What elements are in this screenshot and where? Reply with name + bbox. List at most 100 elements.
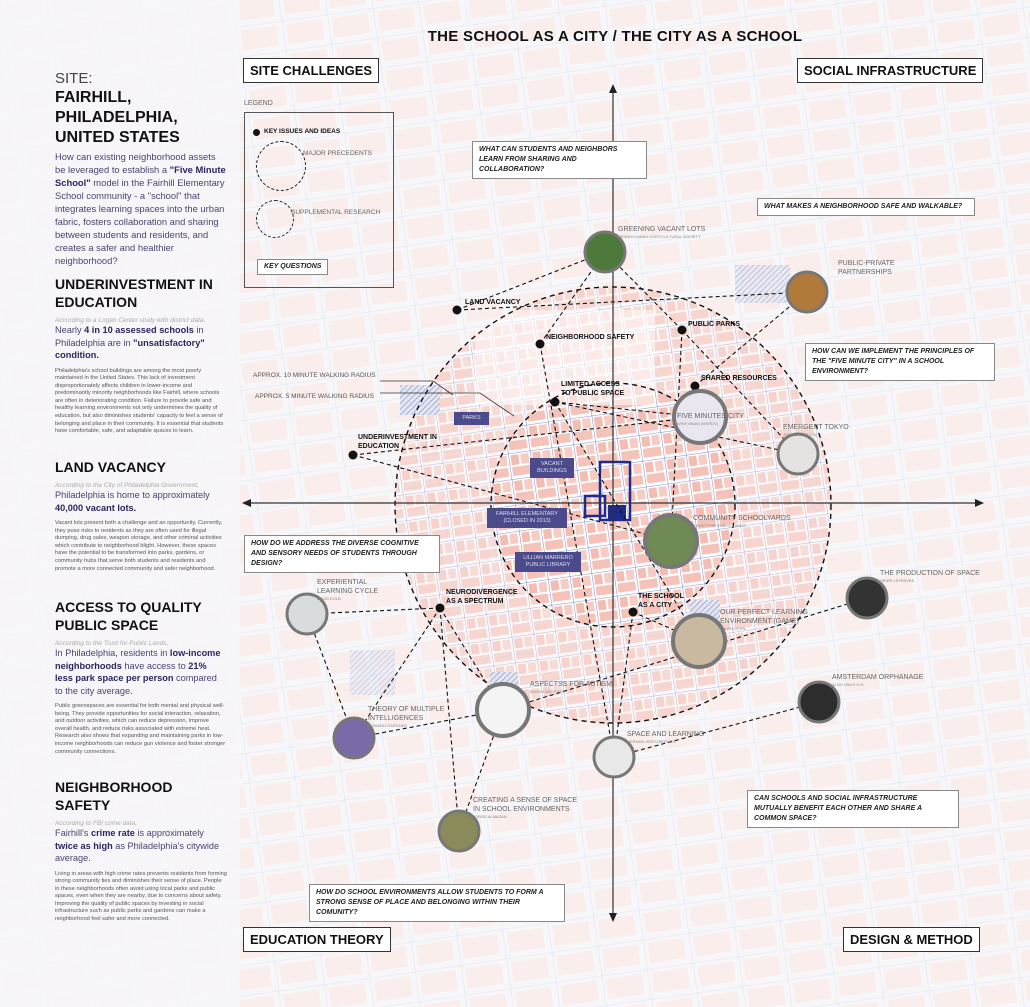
stat-emphasis: 21% less park space per person xyxy=(55,660,207,684)
connection-line xyxy=(456,251,606,311)
precedent-name: OUR PERFECT LEARNING ENVIRONMENT (GAME) xyxy=(720,609,808,625)
connection-line xyxy=(352,454,672,542)
section-body: Philadelphia's school buildings are amon… xyxy=(55,367,224,435)
precedent-name: EMERGENT TOKYO xyxy=(783,424,849,431)
key-issue-label: LAND VACANCY xyxy=(465,299,521,306)
section-body: Public greenspaces are essential for bot… xyxy=(55,703,226,755)
poster-title: THE SCHOOL AS A CITY / THE CITY AS A SCH… xyxy=(427,28,803,45)
precedent-image-circle xyxy=(643,513,699,569)
key-issue-label: THE SCHOOL AS A CITY xyxy=(638,593,684,609)
stat-emphasis: 4 in 10 assessed schools xyxy=(84,325,194,335)
stat-text: is approximately xyxy=(134,828,204,838)
precedent-image-circle xyxy=(583,230,627,274)
precedent-image-circle xyxy=(285,592,329,636)
stat-emphasis: twice as high xyxy=(55,840,113,851)
connection-line xyxy=(353,607,441,739)
fairhill-elementary-tag: FAIRHILL ELEMENTARY (CLOSED IN 2013) xyxy=(487,508,567,528)
connection-line xyxy=(613,701,820,758)
lead-text: How can existing neighborhood assets be … xyxy=(55,151,216,175)
stat-text: Philadelphia is home to approximately xyxy=(55,490,210,500)
section-statistic: In Philadelphia, residents in low-income… xyxy=(55,647,227,697)
key-issue-label: PUBLIC PARKS xyxy=(688,321,740,328)
ten-minute-radius-label: APPROX. 10 MINUTE WALKING RADIUS xyxy=(253,372,376,379)
connection-line xyxy=(632,611,700,642)
five-minute-radius-label: APPROX. 5 MINUTE WALKING RADIUS xyxy=(255,393,374,400)
lead-emphasis: "Five Minute School" xyxy=(55,164,226,188)
precedent-image-circle xyxy=(671,613,727,669)
precedent-name: THEORY OF MULTIPLE INTELLIGENCES xyxy=(368,706,445,722)
section-statistic: Fairhill's crime rate is approximately t… xyxy=(55,827,227,865)
precedent-name: EXPERIENTIAL LEARNING CYCLE xyxy=(317,579,379,595)
parks-tag: PARKS xyxy=(454,412,489,425)
section-statistic: Philadelphia is home to approximately 40… xyxy=(55,489,227,514)
connection-line xyxy=(353,709,504,739)
precedent-name: FIVE MINUTES CITY xyxy=(677,413,744,420)
question-box: HOW DO WE ADDRESS THE DIVERSE COGNITIVE … xyxy=(244,535,440,573)
key-issue-label: SHARED RESOURCES xyxy=(701,375,777,382)
precedent-image-circle xyxy=(475,682,531,738)
precedent-author: DAVID KOLB xyxy=(317,596,341,601)
lead-text: model in the Fairhill Elementary School … xyxy=(55,177,225,266)
section-heading: UNDERINVESTMENT IN EDUCATION xyxy=(55,276,213,310)
stat-text: compared to the city average. xyxy=(55,673,217,696)
site-name: FAIRHILL, PHILADELPHIA, UNITED STATES xyxy=(55,89,180,146)
social-infrastructure-header: SOCIAL INFRASTRUCTURE xyxy=(797,58,984,83)
connection-line xyxy=(554,401,700,642)
legend-key-issues: KEY ISSUES AND IDEAS xyxy=(264,128,341,135)
precedent-label: CREATING A SENSE OF SPACE IN SCHOOL ENVI… xyxy=(473,796,583,819)
precedent-name: AMSTERDAM ORPHANAGE xyxy=(832,674,924,681)
precedent-name: THE PRODUCTION OF SPACE xyxy=(880,570,980,577)
precedent-author: PENNSYLVANIA HORTICULTURAL SOCIETY xyxy=(618,234,701,239)
stat-text: Nearly xyxy=(55,325,85,335)
site-challenge-section: UNDERINVESTMENT IN EDUCATION According t… xyxy=(55,275,227,436)
site-challenge-section: LAND VACANCY According to the City of Ph… xyxy=(55,458,227,573)
site-label: SITE: xyxy=(55,70,93,87)
precedent-author: MAGDA MOSTAFA xyxy=(530,689,565,694)
precedent-name: ASPECTSS FOR AUTISM xyxy=(530,681,613,688)
connection-line xyxy=(306,607,441,615)
connection-line xyxy=(439,607,460,832)
legend-key-questions: KEY QUESTIONS xyxy=(257,259,329,275)
site-challenges-header: SITE CHALLENGES xyxy=(243,58,380,83)
section-source: According to a Logan Center study with d… xyxy=(55,317,206,324)
connection-line xyxy=(613,611,634,758)
stat-text: In Philadelphia, residents in xyxy=(55,648,170,658)
legend-major-precedents: MAJOR PRECEDENTS xyxy=(303,150,372,157)
connection-line xyxy=(352,416,701,456)
precedent-author: JORGE ALMAZAN xyxy=(473,814,507,819)
stat-emphasis: low-income neighborhoods xyxy=(55,648,221,671)
design-method-header: DESIGN & METHOD xyxy=(843,927,980,952)
question-box: HOW DO SCHOOL ENVIRONMENTS ALLOW STUDENT… xyxy=(309,884,565,922)
question-box: WHAT CAN STUDENTS AND NEIGHBORS LEARN FR… xyxy=(472,141,647,179)
key-issue-label: UNDERINVESTMENT IN EDUCATION xyxy=(358,434,437,450)
precedent-image-circle xyxy=(332,716,376,760)
precedent-author: WINY MAAS (MVRDV) xyxy=(677,421,719,426)
key-issue-label: NEIGHBORHOOD SAFETY xyxy=(546,334,635,341)
precedent-name: PUBLIC-PRIVATE PARTNERSHIPS xyxy=(838,260,895,276)
connection-line xyxy=(670,329,683,542)
supplemental-circle-icon xyxy=(256,200,294,238)
legend-box: KEY ISSUES AND IDEAS MAJOR PRECEDENTS SU… xyxy=(244,112,394,288)
section-body: Living in areas with high crime rates pr… xyxy=(55,870,227,923)
precedent-image-circle xyxy=(592,735,636,779)
precedent-name: SPACE AND LEARNING xyxy=(627,731,705,738)
key-issue-dot xyxy=(435,603,445,613)
research-question: How can existing neighborhood assets be … xyxy=(55,150,227,267)
precedent-label: PUBLIC-PRIVATE PARTNERSHIPS xyxy=(838,259,928,277)
site-challenge-section: ACCESS TO QUALITY PUBLIC SPACE According… xyxy=(55,598,227,756)
precedent-author: HOWARD GARDNER xyxy=(368,723,408,728)
precedent-author: TRUST FOR PUBLIC LANDS xyxy=(693,523,746,528)
question-box: WHAT MAKES A NEIGHBORHOOD SAFE AND WALKA… xyxy=(757,198,975,216)
education-theory-header: EDUCATION THEORY xyxy=(243,927,391,952)
stat-emphasis: "unsatisfactory" condition. xyxy=(55,337,205,361)
precedent-author: BAUPILOTEN xyxy=(720,626,746,631)
precedent-author: JORGE ALMAZAN xyxy=(783,432,817,437)
stat-emphasis: 40,000 vacant lots. xyxy=(55,502,137,513)
